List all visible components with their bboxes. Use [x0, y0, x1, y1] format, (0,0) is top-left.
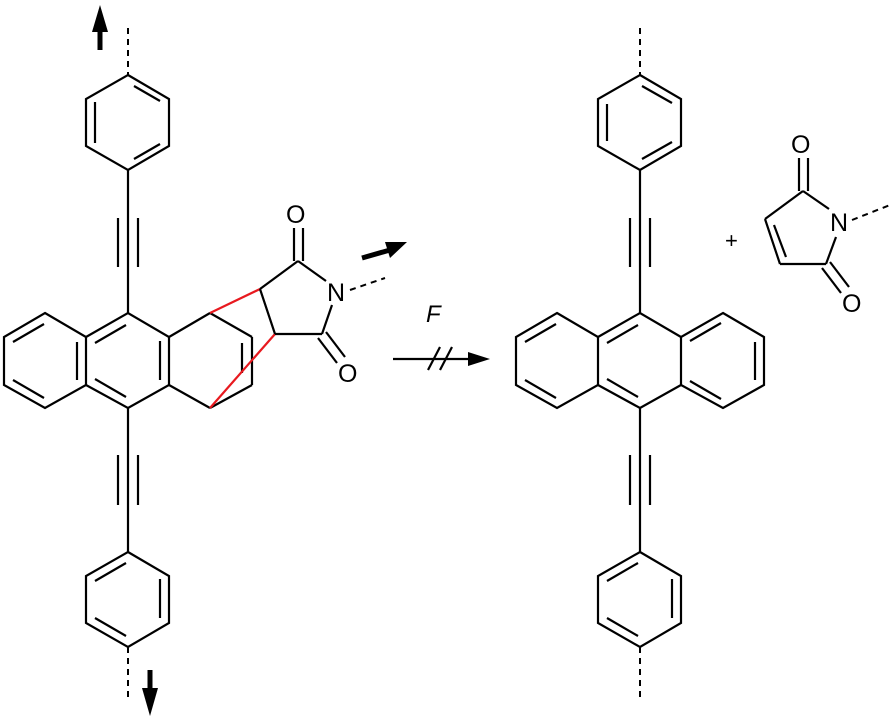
top-alkyne	[628, 170, 652, 313]
nitrogen-atom: N	[830, 209, 848, 237]
force-arrow-up-icon	[92, 5, 108, 50]
plus-sign: +	[725, 228, 738, 253]
highlighted-cycloaddition-bonds	[209, 288, 276, 409]
top-benzene-ring	[84, 73, 171, 172]
oxygen-atom-bottom: O	[338, 360, 357, 388]
bottom-alkyne	[116, 408, 140, 552]
reaction-arrow: F	[393, 301, 490, 371]
bottom-benzene-ring	[596, 550, 683, 649]
reactant-molecule: O N O	[2, 5, 407, 716]
cross-mark	[427, 346, 441, 371]
polymer-link-right	[349, 277, 386, 291]
succinimide-ring: O N O	[258, 201, 357, 388]
bottom-alkyne	[628, 408, 652, 552]
oxygen-atom-bottom: O	[842, 290, 861, 318]
nitrogen-atom: N	[327, 279, 345, 307]
force-arrow-down-icon	[142, 670, 158, 716]
top-alkyne	[116, 170, 140, 313]
bicyclo-bridge	[168, 312, 254, 409]
product-maleimide: O N O	[763, 131, 891, 318]
oxygen-atom-top: O	[791, 131, 810, 159]
oxygen-atom-top: O	[286, 201, 305, 229]
product-anthracene	[514, 28, 766, 697]
top-benzene-ring	[596, 73, 683, 172]
anthracene-core	[514, 311, 766, 410]
bottom-benzene-ring	[84, 550, 171, 649]
force-arrow-right-icon	[361, 242, 407, 261]
force-label: F	[426, 301, 442, 328]
naphthalene-core	[2, 311, 171, 410]
polymer-link-right	[851, 204, 891, 221]
